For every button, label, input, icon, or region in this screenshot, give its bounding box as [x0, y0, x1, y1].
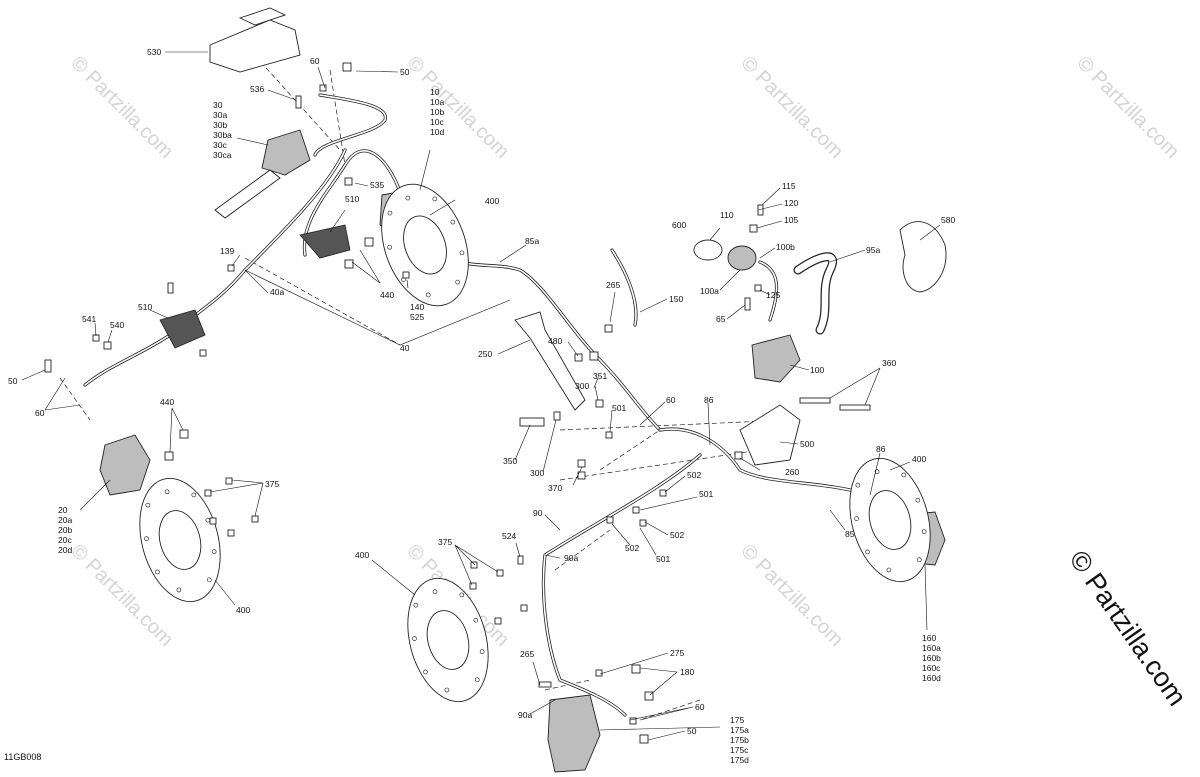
callout-c275: 275 [670, 648, 684, 658]
callout-c110: 110 [720, 210, 734, 220]
callout-c501c: 501 [656, 554, 670, 564]
callout-c350: 350 [503, 456, 517, 466]
callout-c100b: 100b [776, 242, 795, 252]
hardware [44, 62, 871, 744]
callout-c85a: 85a [525, 236, 539, 246]
pedal-bracket-100 [751, 334, 801, 383]
brake-disc-left [139, 477, 221, 603]
callout-c139: 139 [220, 246, 234, 256]
caliper-left [99, 434, 151, 496]
callout-c536: 536 [250, 84, 264, 94]
callout-c86a: 86 [704, 395, 714, 405]
callout-c60a: 60 [310, 56, 320, 66]
callout-c265b: 265 [520, 649, 534, 659]
callout-c180: 180 [680, 667, 694, 677]
callout-c105: 105 [784, 215, 798, 225]
callout-c480: 480 [548, 336, 562, 346]
callout-c265a: 265 [606, 280, 620, 290]
callout-c400d: 400 [355, 550, 369, 560]
callout-c50a: 50 [400, 67, 410, 77]
callout-c150: 150 [669, 294, 683, 304]
callout-c60c: 60 [666, 395, 676, 405]
callout-c501a: 501 [612, 403, 626, 413]
callout-c300b: 300 [530, 468, 544, 478]
callout-c50c: 50 [687, 726, 697, 736]
brake-disc-right [849, 457, 931, 583]
leader-lines [21, 51, 941, 741]
callout-c40a: 40a [270, 287, 284, 297]
master-cylinder [261, 129, 311, 176]
brake-discs [139, 183, 931, 703]
callout-c95a: 95a [866, 245, 880, 255]
callout-c524: 524 [502, 531, 516, 541]
callout-c260: 260 [785, 467, 799, 477]
reservoir-600 [693, 239, 723, 261]
callout-c400c: 400 [912, 454, 926, 464]
callout-c90a2: 90a [518, 710, 532, 720]
callout-c370: 370 [548, 483, 562, 493]
callout-c530: 530 [147, 47, 161, 57]
callout-c86b: 86 [876, 444, 886, 454]
callout-c120: 120 [784, 198, 798, 208]
callout-c65: 65 [716, 314, 726, 324]
callout-c90a: 90a [564, 553, 578, 563]
bracket-510-left [159, 309, 206, 349]
bracket-510-upper [299, 224, 351, 259]
callout-c540: 540 [110, 320, 124, 330]
callout-c501b: 501 [699, 489, 713, 499]
callout-c510a: 510 [345, 194, 359, 204]
callout-c50b: 50 [8, 376, 18, 386]
callout-c440a: 440 [380, 290, 394, 300]
callout-c600: 600 [672, 220, 686, 230]
callout-c502c: 502 [625, 543, 639, 553]
callout-c90: 90 [533, 508, 543, 518]
callout-c351: 351 [593, 371, 607, 381]
callout-c250: 250 [478, 349, 492, 359]
diagram-code: 11GB008 [4, 752, 42, 762]
callout-c40: 40 [400, 343, 410, 353]
callout-c541: 541 [82, 314, 96, 324]
callout-c400a: 400 [485, 196, 499, 206]
callout-c360: 360 [882, 358, 896, 368]
callout-c100a: 100a [700, 286, 719, 296]
callout-c375a: 375 [265, 479, 279, 489]
master-cylinder-rear [727, 245, 757, 271]
callout-c440b: 440 [160, 397, 174, 407]
brake-pedal-250 [514, 311, 586, 411]
bracket-500 [739, 404, 801, 466]
callout-c510b: 510 [138, 302, 152, 312]
callout-c300a: 300 [575, 381, 589, 391]
callout-c125: 125 [766, 290, 780, 300]
callout-c502b: 502 [670, 530, 684, 540]
callout-c580: 580 [941, 215, 955, 225]
brake-disc-lower [407, 577, 489, 703]
cover-part-530 [209, 19, 301, 73]
caliper-rear [547, 694, 601, 773]
callout-c400b: 400 [236, 605, 250, 615]
callout-c500: 500 [800, 439, 814, 449]
sleeve-580 [899, 221, 947, 293]
callout-c60d: 60 [695, 702, 705, 712]
callout-c60b: 60 [35, 408, 45, 418]
callout-c100: 100 [810, 365, 824, 375]
callout-c502a: 502 [687, 470, 701, 480]
callout-c115: 115 [782, 181, 796, 191]
callout-c375b: 375 [438, 537, 452, 547]
callout-c85: 85 [845, 529, 855, 539]
callout-c535: 535 [370, 180, 384, 190]
